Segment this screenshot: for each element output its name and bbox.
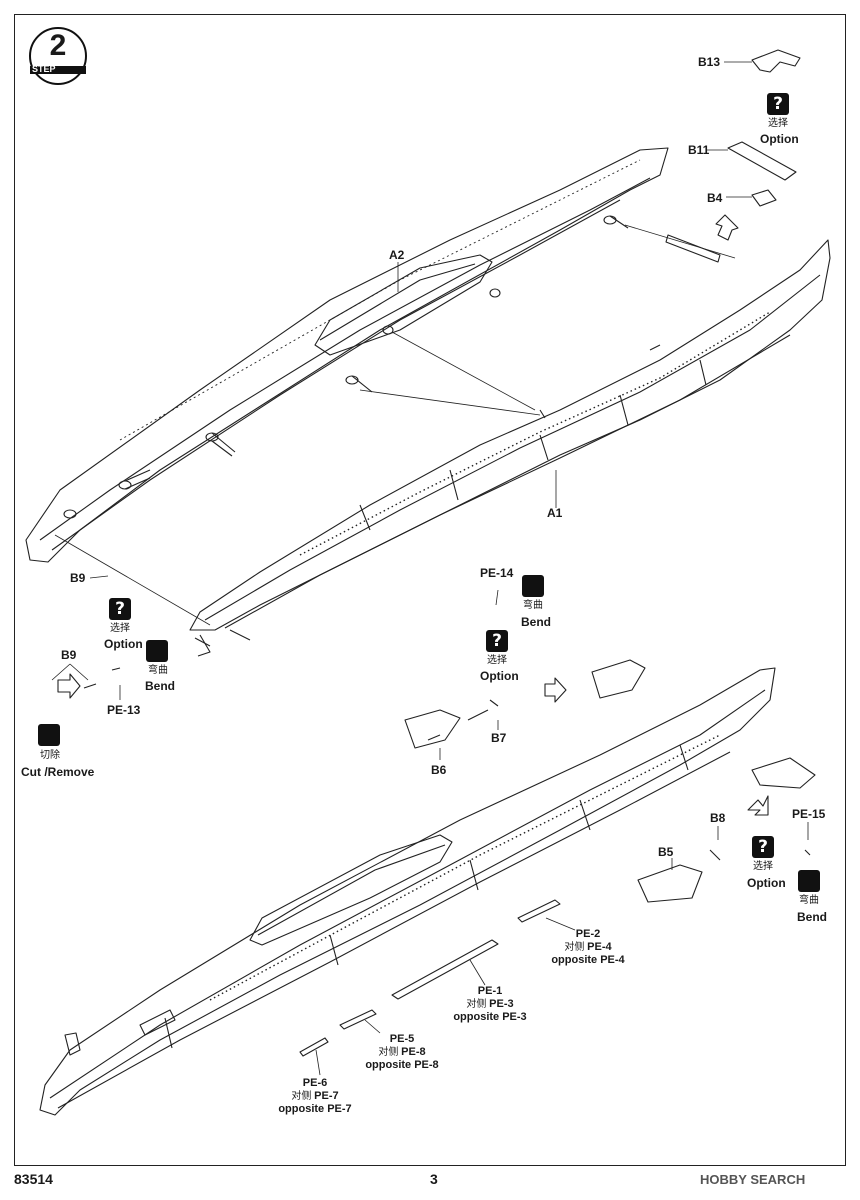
bend-cn-1: 弯曲 xyxy=(148,665,168,676)
pe-callout-pe6: PE-6 对侧 PE-7 opposite PE-7 xyxy=(275,1077,355,1116)
pe-en: opposite PE-8 xyxy=(365,1059,439,1071)
part-pe15: PE-15 xyxy=(792,807,826,821)
pe-en: opposite PE-3 xyxy=(453,1011,527,1023)
bend-cn-2: 弯曲 xyxy=(523,600,543,611)
watermark: HOBBY SEARCH xyxy=(700,1172,806,1187)
bend-icon-1 xyxy=(146,640,168,662)
hull-half-a2 xyxy=(25,147,669,563)
pe-pair: PE-4 xyxy=(587,941,612,953)
part-pe13: PE-13 xyxy=(107,703,141,717)
part-a1: A1 xyxy=(547,506,563,520)
pe-cn: 对侧 xyxy=(378,1047,399,1058)
pe-callout-pe1: PE-1 对侧 PE-3 opposite PE-3 xyxy=(450,985,530,1024)
pe-id: PE-2 xyxy=(575,928,601,940)
pe-callout-pe5: PE-5 对侧 PE-8 opposite PE-8 xyxy=(362,1033,442,1072)
cut-icon xyxy=(38,724,60,746)
part-b5: B5 xyxy=(658,845,674,859)
part-a2: A2 xyxy=(389,248,405,262)
bend-en-1: Bend xyxy=(145,679,175,693)
pe-pair: PE-3 xyxy=(489,998,514,1010)
pe-cn: 对侧 xyxy=(466,999,487,1010)
assembled-hull xyxy=(39,667,776,1116)
option-en-3: Option xyxy=(480,669,519,683)
bend-icon-2 xyxy=(522,575,544,597)
page-number: 3 xyxy=(430,1171,438,1187)
part-b9-top: B9 xyxy=(70,571,86,585)
part-b13: B13 xyxy=(698,55,721,69)
pe-cn: 对侧 xyxy=(291,1091,312,1102)
option-icon-4: ? xyxy=(752,836,774,858)
option-cn-1: 选择 xyxy=(768,118,788,129)
small-parts xyxy=(57,49,816,1057)
option-icon-2: ? xyxy=(109,598,131,620)
pe-id: PE-6 xyxy=(302,1077,328,1089)
option-en-1: Option xyxy=(760,132,799,146)
pe-pair: PE-8 xyxy=(401,1046,426,1058)
option-cn-4: 选择 xyxy=(753,861,773,872)
option-cn-2: 选择 xyxy=(110,623,130,634)
cut-en: Cut /Remove xyxy=(21,765,95,779)
option-en-4: Option xyxy=(747,876,786,890)
pe-en: opposite PE-7 xyxy=(278,1103,352,1115)
bend-icon-3 xyxy=(798,870,820,892)
bend-en-2: Bend xyxy=(521,615,551,629)
pe-callout-pe2: PE-2 对侧 PE-4 opposite PE-4 xyxy=(548,928,628,967)
step-number: 2 xyxy=(49,29,67,62)
part-b9-mid: B9 xyxy=(61,648,77,662)
pe-pair: PE-7 xyxy=(314,1090,339,1102)
alignment-lines xyxy=(54,224,736,626)
pe-en: opposite PE-4 xyxy=(551,954,625,966)
hull-half-a1 xyxy=(189,239,831,657)
leader-lines xyxy=(51,61,809,1076)
cut-cn: 切除 xyxy=(40,750,60,761)
step-word: STEP xyxy=(32,64,56,74)
option-en-2: Option xyxy=(104,637,143,651)
pe-id: PE-1 xyxy=(477,985,503,997)
part-b6: B6 xyxy=(431,763,447,777)
pe-cn: 对侧 xyxy=(564,942,585,953)
part-b8: B8 xyxy=(710,811,726,825)
part-b11: B11 xyxy=(688,143,710,157)
step-badge-graphic xyxy=(29,27,87,85)
instruction-frame xyxy=(14,14,846,1166)
part-b4: B4 xyxy=(707,191,723,205)
option-cn-3: 选择 xyxy=(487,655,507,666)
option-icon-3: ? xyxy=(486,630,508,652)
option-icon-1: ? xyxy=(767,93,789,115)
part-b7: B7 xyxy=(491,731,507,745)
kit-code: 83514 xyxy=(14,1171,53,1187)
part-pe14: PE-14 xyxy=(480,566,514,580)
pe-id: PE-5 xyxy=(389,1033,415,1045)
bend-en-3: Bend xyxy=(797,910,827,924)
bend-cn-3: 弯曲 xyxy=(799,895,819,906)
